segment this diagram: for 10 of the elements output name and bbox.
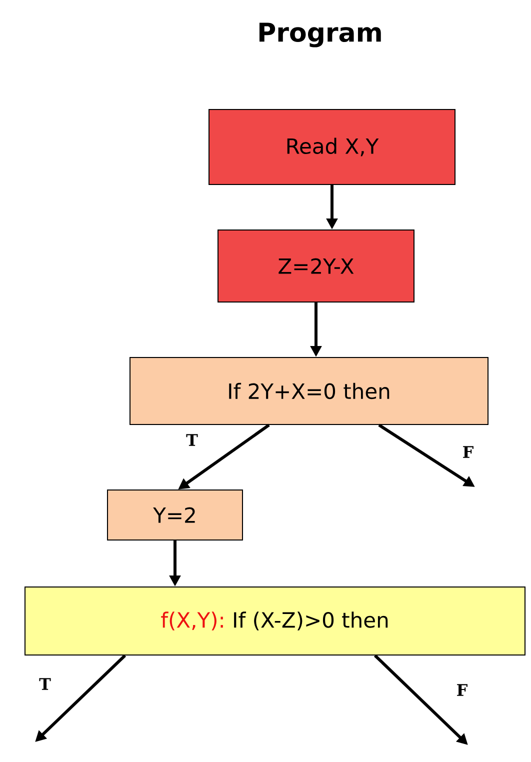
edge-label: T (185, 433, 199, 447)
process-box: Read X,Y (208, 109, 456, 185)
edge-label: T (38, 677, 52, 691)
edge-label: F (461, 445, 475, 459)
title: Program (259, 22, 381, 48)
process-box: Z=2Y-X (218, 230, 414, 302)
edge-label: F (455, 683, 469, 697)
condition-box: f(X,Y): If (X-Z)>0 then (24, 586, 526, 656)
condition-box: If 2Y+X=0 then (130, 357, 488, 425)
process-box: Y=2 (107, 490, 243, 540)
